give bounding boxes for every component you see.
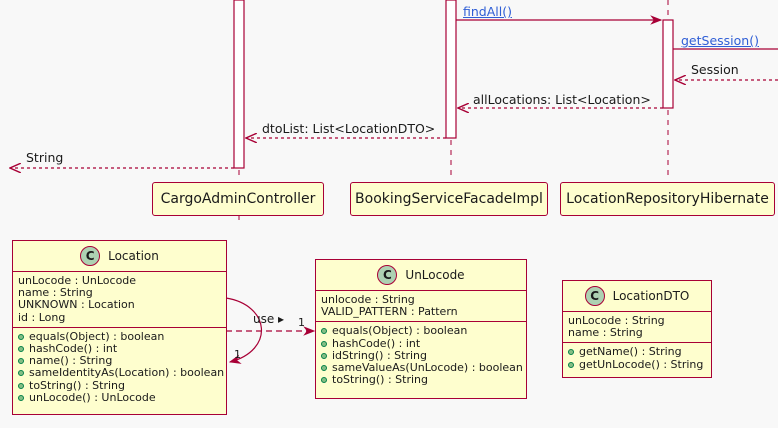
public-method-icon	[18, 346, 24, 353]
class-header: C Location	[13, 241, 226, 272]
activation-cargoadmin	[233, 0, 245, 169]
method-list: equals(Object) : boolean hashCode() : in…	[13, 328, 226, 407]
public-method-icon	[321, 352, 327, 359]
method: idString() : String	[321, 349, 521, 362]
actor-locationrepositoryhibernate[interactable]: LocationRepositoryHibernate	[560, 182, 775, 216]
field: id : Long	[18, 310, 66, 324]
self-association	[225, 297, 262, 364]
class-name: Location	[108, 249, 159, 263]
class-locationdto[interactable]: C LocationDTO unLocode : String name : S…	[562, 280, 712, 378]
field: name : String	[568, 326, 643, 340]
actor-cargoadmincontroller[interactable]: CargoAdminController	[152, 182, 324, 216]
method: getUnLocode() : String	[568, 358, 706, 371]
public-method-icon	[568, 361, 574, 368]
method: getName() : String	[568, 346, 706, 358]
field: unLocode : UnLocode	[18, 274, 137, 287]
class-badge-icon: C	[377, 265, 398, 285]
public-method-icon	[568, 349, 574, 356]
actor-bookingservicefacadeimpl[interactable]: BookingServiceFacadeImpl	[350, 182, 548, 216]
activation-bookingservice	[445, 0, 457, 139]
class-name: UnLocode	[405, 268, 465, 282]
public-method-icon	[18, 370, 24, 377]
class-badge-icon: C	[584, 286, 605, 306]
class-unlocode[interactable]: C UnLocode unlocode : String VALID_PATTE…	[315, 259, 527, 399]
public-method-icon	[18, 382, 24, 389]
method: hashCode() : int	[321, 337, 521, 350]
method-list: equals(Object) : boolean hashCode() : in…	[316, 322, 526, 389]
class-name: LocationDTO	[612, 289, 690, 303]
multiplicity-use: 1	[298, 316, 305, 329]
class-header: C LocationDTO	[563, 281, 711, 312]
message-dtolist: dtoList: List<LocationDTO>	[262, 121, 436, 136]
method: sameValueAs(UnLocode) : boolean	[321, 361, 523, 374]
public-method-icon	[18, 358, 24, 365]
message-getsession[interactable]: getSession()	[681, 33, 759, 48]
method: unLocode() : UnLocode	[18, 391, 221, 404]
public-method-icon	[321, 365, 327, 372]
multiplicity-self: 1	[234, 348, 241, 361]
method: equals(Object) : boolean	[321, 325, 521, 337]
public-method-icon	[321, 377, 327, 384]
method: toString() : String	[321, 374, 521, 386]
field: UNKNOWN : Location	[18, 298, 135, 312]
field: unLocode : String	[568, 314, 665, 327]
method: toString() : String	[18, 379, 221, 392]
field-list: unLocode : String name : String	[563, 312, 711, 344]
field: VALID_PATTERN : Pattern	[321, 305, 458, 319]
class-location[interactable]: C Location unLocode : UnLocode name : St…	[12, 240, 227, 415]
message-findall[interactable]: findAll()	[463, 4, 512, 19]
message-string: String	[26, 150, 64, 165]
method: name() : String	[18, 355, 221, 367]
message-alllocations: allLocations: List<Location>	[473, 92, 651, 107]
field: unlocode : String	[321, 293, 415, 306]
public-method-icon	[321, 328, 327, 335]
method: sameIdentityAs(Location) : boolean	[18, 367, 224, 379]
public-method-icon	[321, 340, 327, 347]
class-badge-icon: C	[80, 246, 101, 266]
message-session: Session	[691, 62, 739, 77]
field-list: unLocode : UnLocode name : String UNKNOW…	[13, 272, 226, 328]
method-list: getName() : String getUnLocode() : Strin…	[563, 343, 711, 373]
activation-locationrepo	[662, 19, 674, 109]
use-label: use ▸	[253, 312, 285, 326]
public-method-icon	[18, 394, 24, 401]
method: hashCode() : int	[18, 342, 221, 355]
method: equals(Object) : boolean	[18, 330, 221, 343]
field-list: unlocode : String VALID_PATTERN : Patter…	[316, 291, 526, 323]
class-header: C UnLocode	[316, 260, 526, 291]
field: name : String	[18, 286, 93, 300]
public-method-icon	[18, 333, 24, 340]
